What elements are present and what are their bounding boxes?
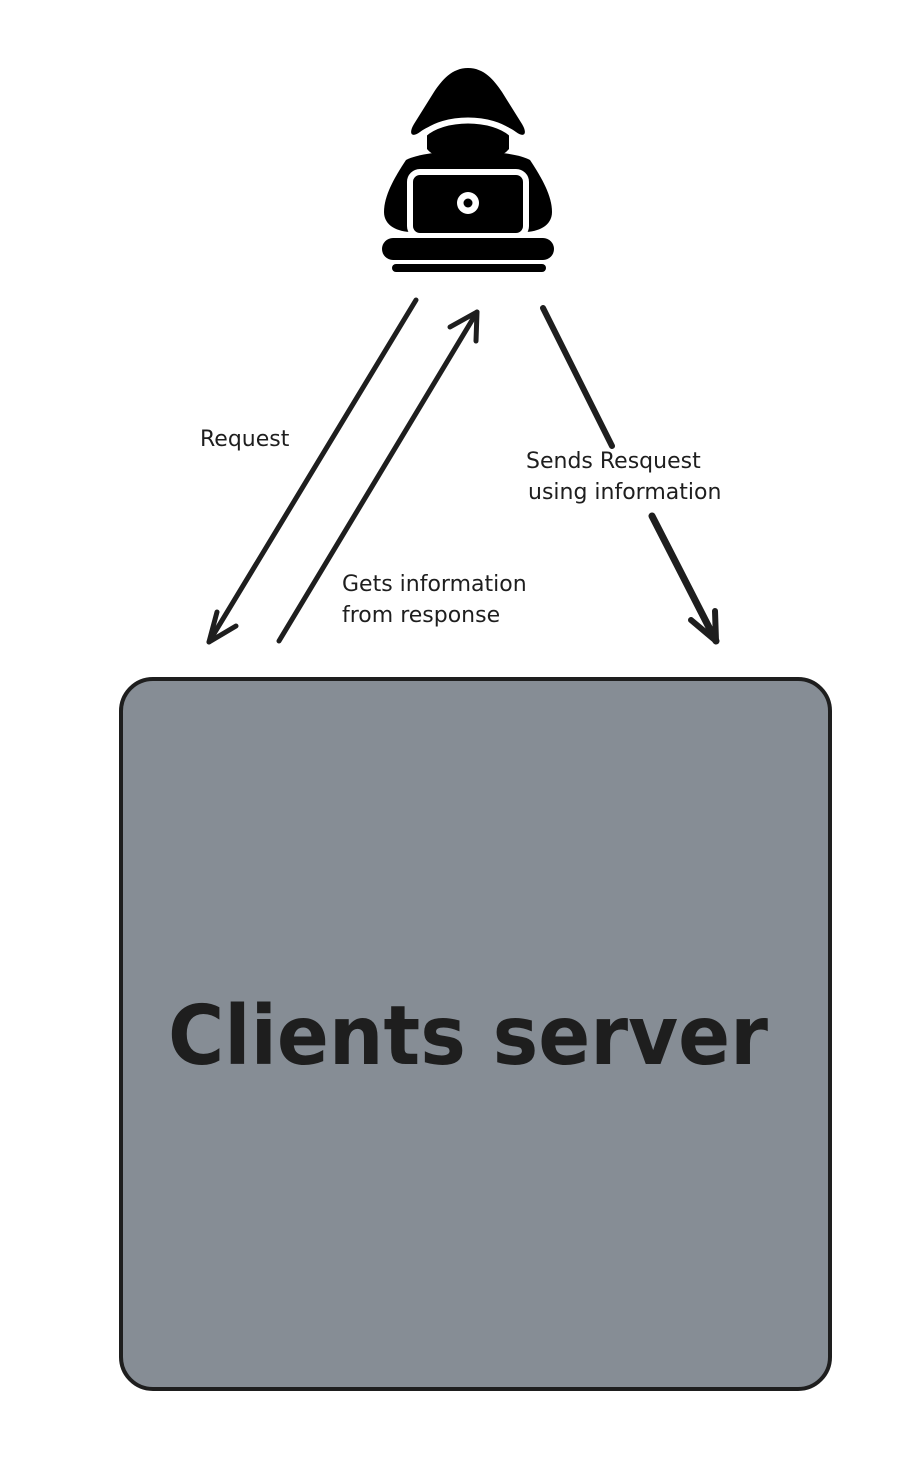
response-label-line1: Gets information [342,572,527,597]
server-box [119,677,832,1391]
request-label: Request [200,427,290,452]
response-arrow [276,309,480,644]
resend-label-line2: using information [528,480,721,505]
resend-arrow [540,305,720,645]
hacker-icon [382,68,554,272]
request-arrow [206,297,419,645]
resend-label-line1: Sends Resquest [526,449,701,474]
clients-server-node: Clients server [119,677,832,1391]
server-label: Clients server [168,989,769,1084]
response-label-line2: from response [342,603,500,628]
